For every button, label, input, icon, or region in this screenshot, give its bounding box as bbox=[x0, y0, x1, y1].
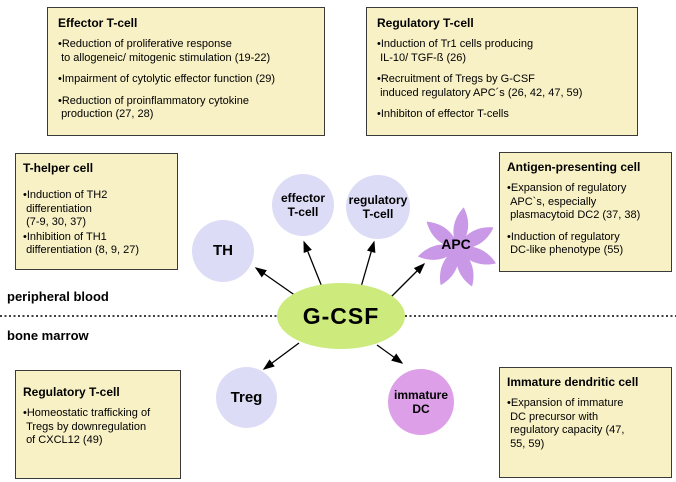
immature-dendritic-info-box: Immature dendritic cell •Expansion of im… bbox=[499, 367, 672, 478]
arrow-gcsf-to-effector-tcell bbox=[303, 240, 323, 288]
box-title: Immature dendritic cell bbox=[507, 375, 639, 389]
immature-dc-label: immature DC bbox=[393, 388, 449, 416]
t-helper-info-box: T-helper cell •Induction of TH2 differen… bbox=[15, 153, 178, 270]
effector-tcell-node: effector T-cell bbox=[272, 174, 334, 236]
arrow-gcsf-to-th bbox=[254, 267, 297, 297]
arrow-gcsf-to-treg bbox=[262, 342, 300, 370]
bullet-item: •Impairment of cytolytic effector functi… bbox=[58, 73, 276, 85]
regulatory-tcell-top-info-box: Regulatory T-cell •Induction of Tr1 cell… bbox=[366, 7, 638, 136]
regulatory-tcell-node: regulatory T-cell bbox=[346, 175, 410, 239]
gcsf-label: G-CSF bbox=[302, 302, 380, 329]
bullet-item: •Expansion of regulatory APC`s, especial… bbox=[507, 182, 641, 221]
apc-node-label: APC bbox=[441, 236, 471, 252]
treg-cell-node: Treg bbox=[216, 367, 277, 428]
effector-tcell-info-box: Effector T-cell •Reduction of proliferat… bbox=[47, 7, 325, 136]
bullet-item: •Recruitment of Tregs by G-CSF induced r… bbox=[377, 73, 583, 99]
antigen-presenting-info-box: Antigen-presenting cell •Expansion of re… bbox=[499, 152, 672, 272]
gcsf-center-node: G-CSF bbox=[277, 283, 405, 349]
bullet-item: •Expansion of immature DC precursor with… bbox=[507, 397, 625, 450]
peripheral-blood-label: peripheral blood bbox=[7, 289, 109, 304]
bone-marrow-label: bone marrow bbox=[7, 328, 89, 343]
treg-cell-label: Treg bbox=[230, 388, 263, 406]
arrow-gcsf-to-apc bbox=[390, 262, 426, 298]
box-title: Effector T-cell bbox=[58, 16, 138, 30]
bullet-item: •Induction of Tr1 cells producing IL-10/… bbox=[377, 38, 534, 64]
box-title: Regulatory T-cell bbox=[377, 16, 474, 30]
arrow-gcsf-to-immature-dc bbox=[376, 344, 404, 364]
box-title: T-helper cell bbox=[23, 161, 94, 175]
box-title: Regulatory T-cell bbox=[23, 385, 120, 399]
bullet-item: •Homeostatic trafficking of Tregs by dow… bbox=[23, 407, 151, 446]
box-title: Antigen-presenting cell bbox=[507, 160, 641, 174]
apc-flower-icon bbox=[417, 207, 497, 287]
bullet-item: •Reduction of proliferative response to … bbox=[58, 38, 271, 64]
regulatory-tcell-bottom-info-box: Regulatory T-cell •Homeostatic trafficki… bbox=[15, 370, 181, 479]
effector-tcell-label: effector T-cell bbox=[280, 191, 325, 219]
bullet-item: •Inhibiton of effector T-cells bbox=[377, 108, 509, 120]
bullet-item: •Inhibition of TH1 differentiation (8, 9… bbox=[23, 230, 139, 257]
immature-dc-node: immature DC bbox=[388, 369, 454, 435]
arrow-gcsf-to-regulatory-tcell bbox=[360, 240, 376, 288]
bullet-item: •Reduction of proinflammatory cytokine p… bbox=[58, 94, 249, 121]
regulatory-tcell-label: regulatory T-cell bbox=[348, 193, 408, 221]
bullet-item: •Induction of TH2 differentiation (7-9, … bbox=[23, 189, 108, 228]
th-cell-label: TH bbox=[213, 242, 233, 259]
th-cell-node: TH bbox=[192, 220, 254, 282]
bullet-item: •Induction of regulatory DC-like phenoty… bbox=[507, 230, 624, 257]
